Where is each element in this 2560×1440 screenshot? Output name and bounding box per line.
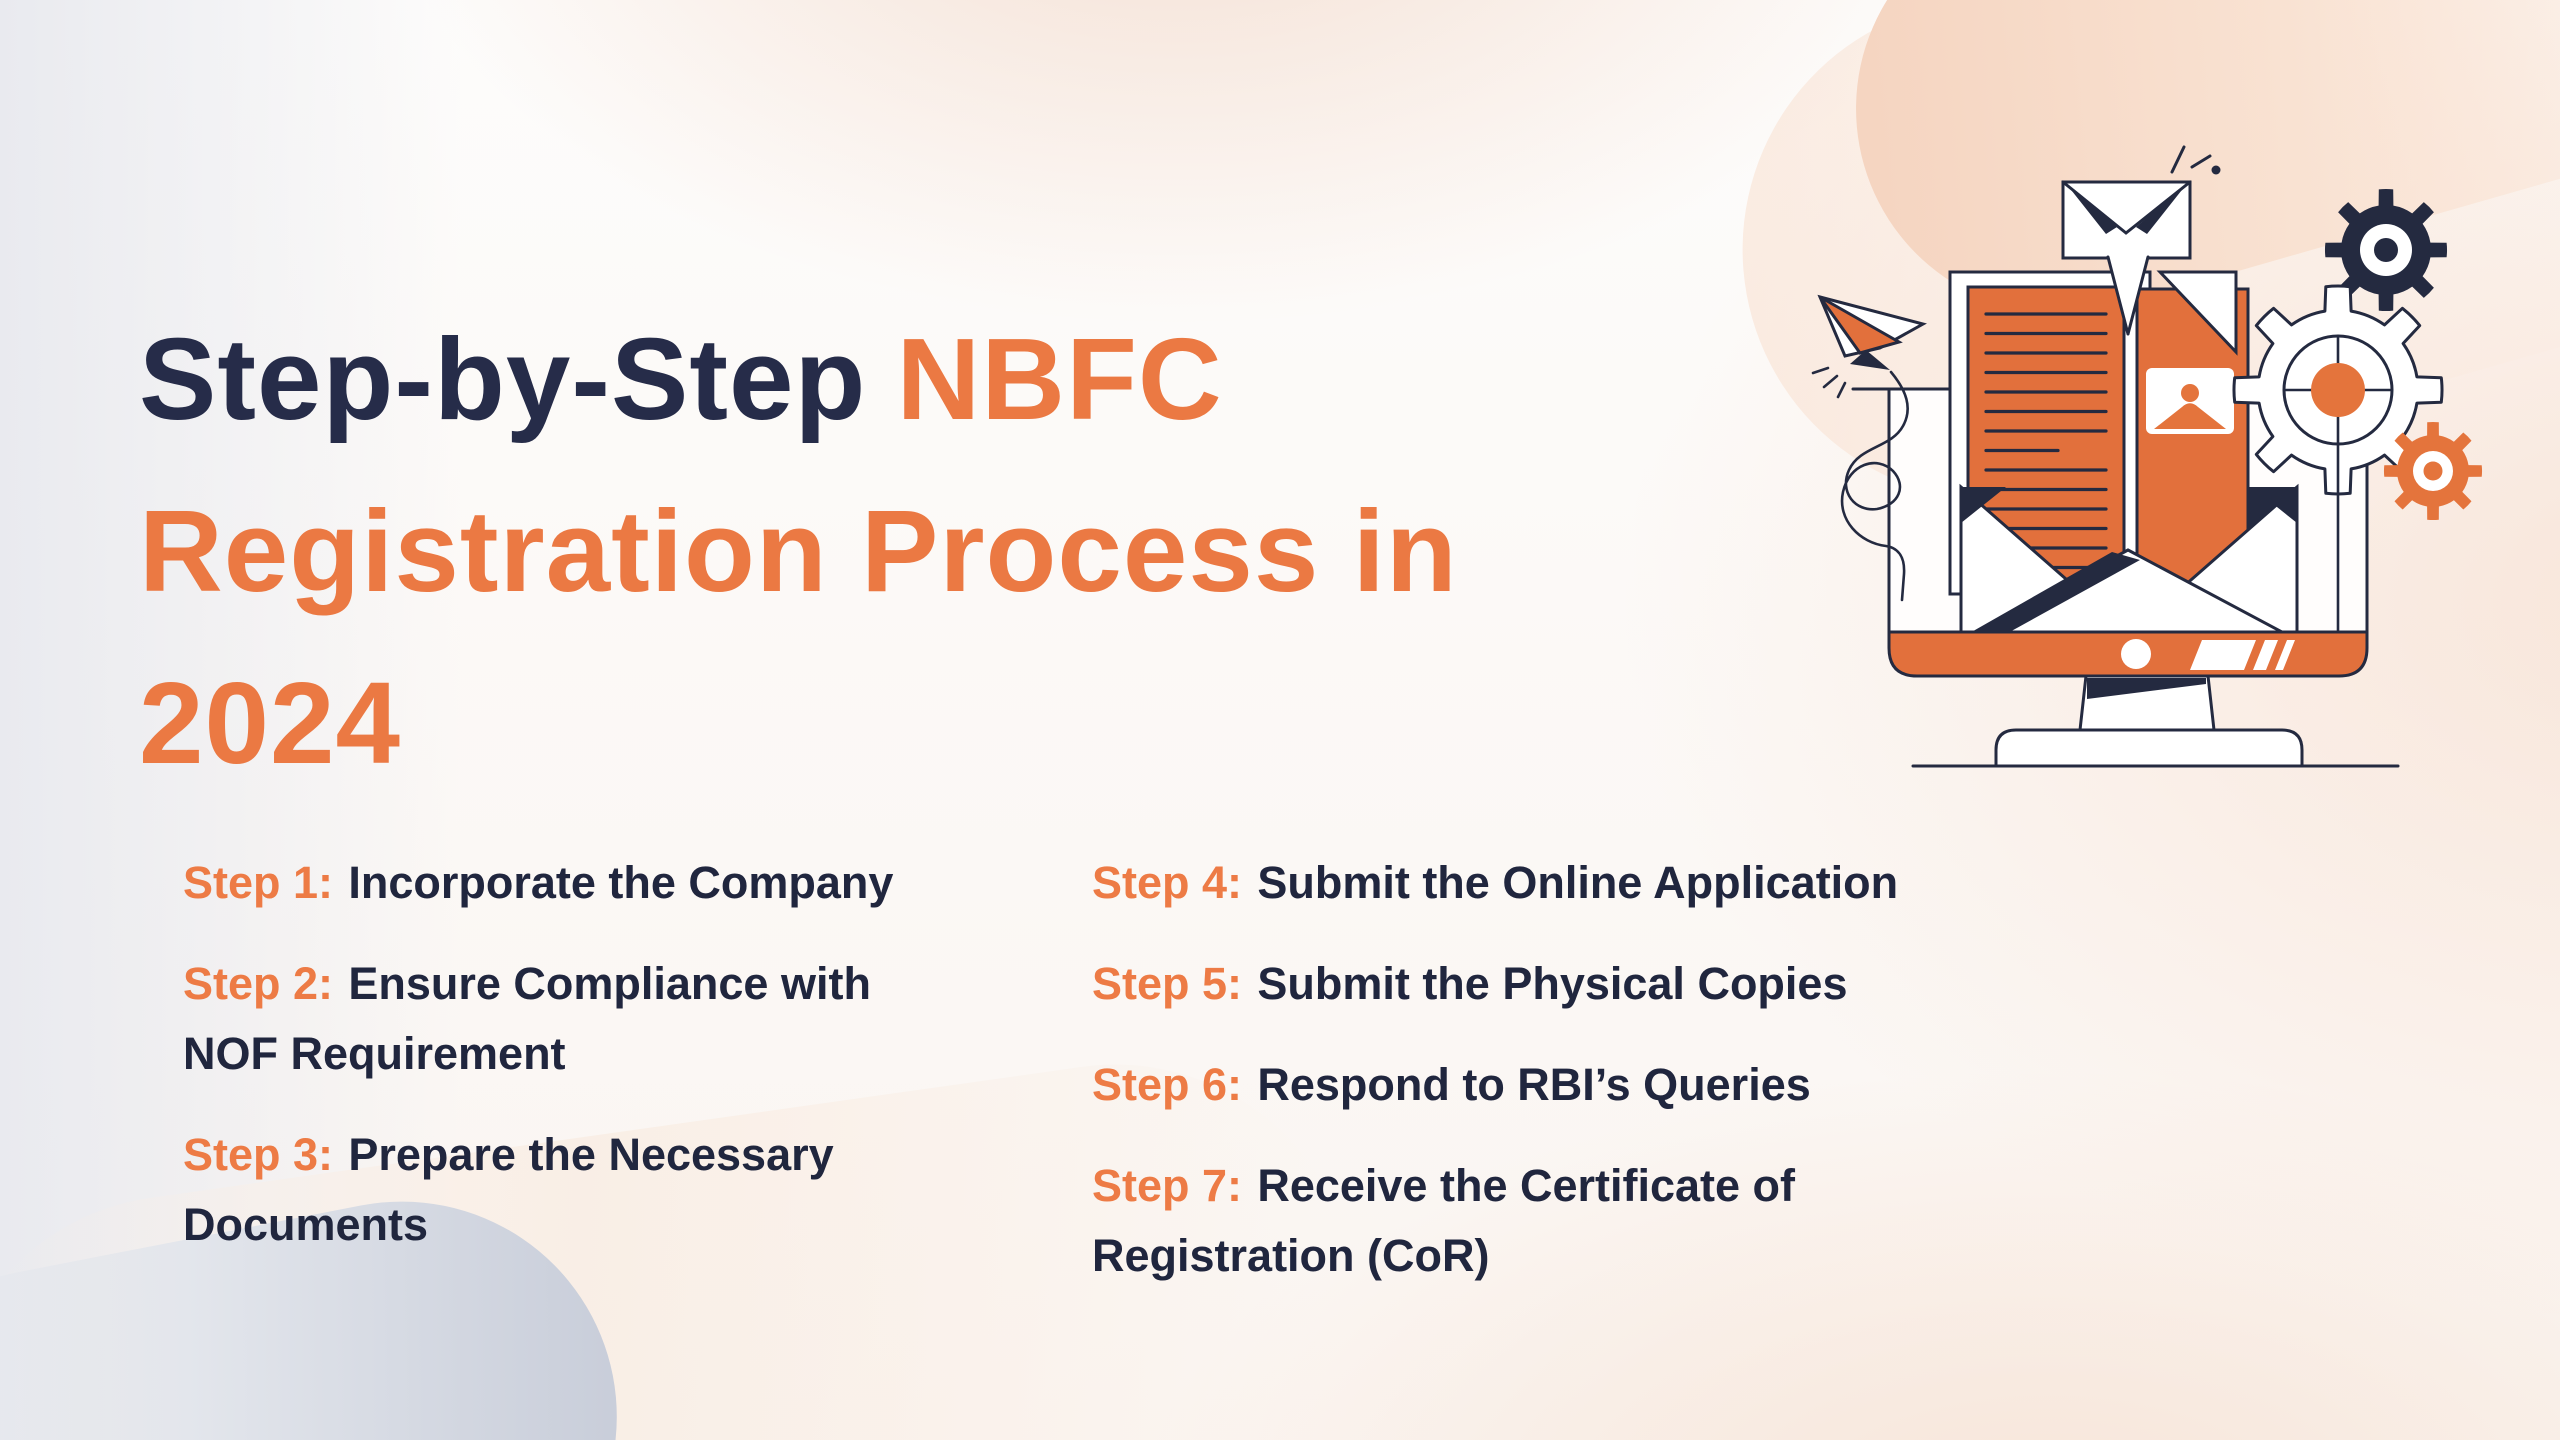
bezel-badge [2190,640,2295,670]
step-item-3: Step 3:Prepare the Necessary Documents [183,1120,973,1260]
paper-plane-icon [1811,294,1927,602]
image-placeholder-icon [2146,368,2234,434]
camera-dot [2121,639,2151,669]
step-7-text: Receive the Certificate of Registration … [1092,1160,1796,1281]
folded-page-icon [2156,270,2238,356]
spark-icon [2170,145,2221,175]
title-line1-accent: NBFC [896,314,1223,444]
gear-icon-white [2232,284,2444,632]
gear-icon-navy [2324,188,2448,312]
step-3-text: Prepare the Necessary Documents [183,1129,834,1250]
step-item-1: Step 1: Incorporate the Company [183,848,973,918]
step-3-label: Step 3: [183,1129,334,1180]
step-4-label: Step 4: [1092,857,1243,908]
steps-column-right: Step 4: Submit the Online Application Ste… [1092,848,2022,1322]
steps-column-left: Step 1: Incorporate the Company Step 2:En… [183,848,973,1291]
step-5-label: Step 5: [1092,958,1243,1009]
step-5-text: Submit the Physical Copies [1257,958,1848,1009]
step-2-label: Step 2: [183,958,334,1009]
step-4-text: Submit the Online Application [1257,857,1899,908]
swirl-line [1840,370,1909,602]
title-line1-dark: Step-by-Step [139,314,867,444]
gear-icon-orange [2383,421,2483,521]
step-1-text: Incorporate the Company [348,857,894,908]
step-item-7: Step 7:Receive the Certificate of Regist… [1092,1151,2022,1291]
step-7-label: Step 7: [1092,1160,1243,1211]
monitor-bezel [1887,630,2369,678]
open-envelope-icon [1959,483,2299,642]
step-item-5: Step 5: Submit the Physical Copies [1092,949,2022,1019]
step-1-label: Step 1: [183,857,334,908]
monitor-stand [1994,674,2304,768]
email-monitor-illustration [1811,145,2483,768]
title-line-2: Registration Process in [139,486,1458,616]
pointer-tail [2106,254,2148,336]
step-item-4: Step 4: Submit the Online Application [1092,848,2022,918]
click-spark-icon [1811,366,1847,399]
notification-envelope-icon [2061,145,2221,336]
step-6-label: Step 6: [1092,1059,1243,1110]
step-item-2: Step 2:Ensure Compliance with NOF Requir… [183,949,973,1089]
step-2-text: Ensure Compliance with NOF Requirement [183,958,871,1079]
step-item-6: Step 6: Respond to RBI’s Queries [1092,1050,2022,1120]
title-line-3: 2024 [139,658,402,788]
step-6-text: Respond to RBI’s Queries [1257,1059,1811,1110]
